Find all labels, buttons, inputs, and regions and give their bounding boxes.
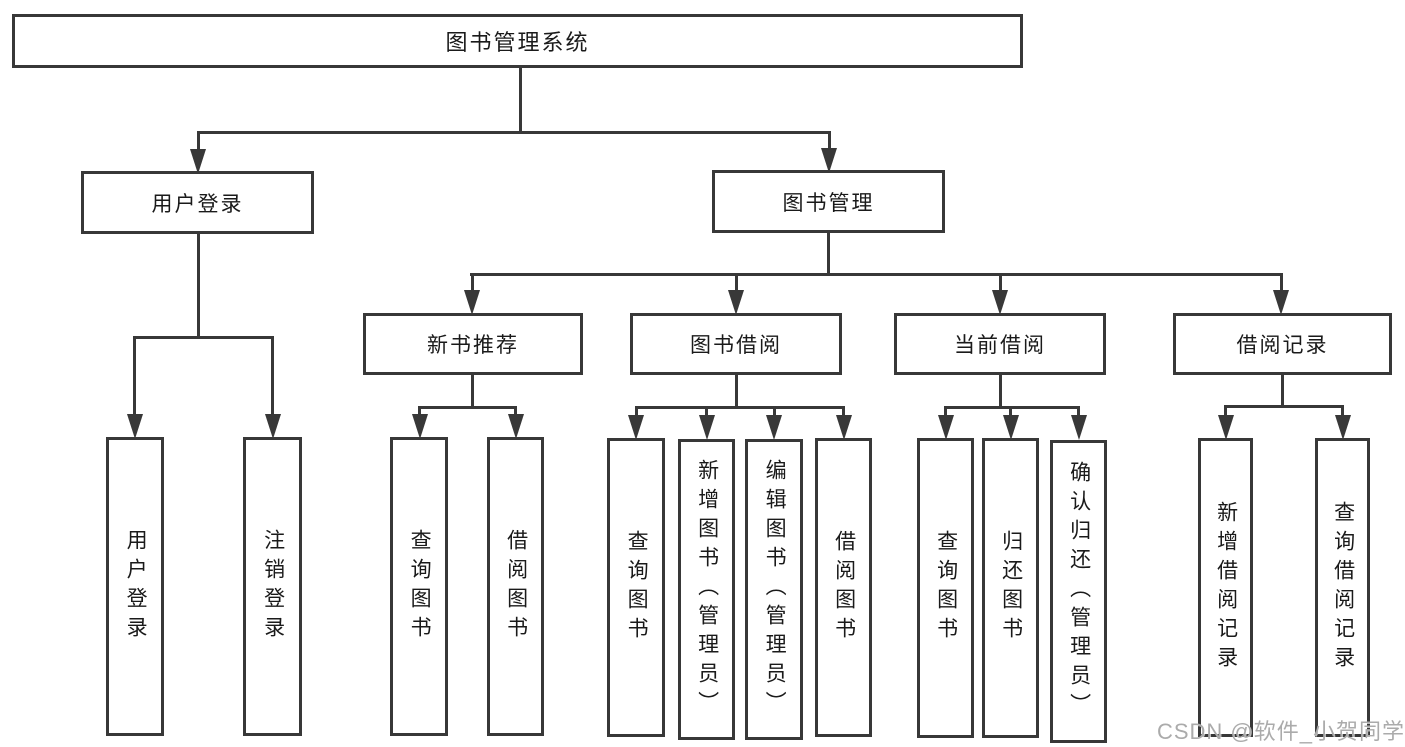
leaf-confirm-return-admin: 确认归还（管理员）: [1050, 440, 1107, 743]
leaf-user-login: 用户登录: [106, 437, 164, 736]
node-book-management: 图书管理: [712, 170, 945, 233]
connector-line: [735, 273, 738, 293]
arrow-down-icon: [1071, 415, 1087, 440]
arrow-down-icon: [938, 415, 954, 440]
connector-line: [418, 406, 517, 409]
connector-line: [471, 375, 474, 408]
leaf-query-books-borrow: 查询图书: [607, 438, 665, 737]
arrow-down-icon: [412, 414, 428, 439]
node-library-management-system: 图书管理系统: [12, 14, 1023, 68]
connector-line: [133, 336, 136, 416]
connector-line: [1281, 375, 1284, 407]
connector-line: [514, 406, 517, 416]
arrow-down-icon: [265, 414, 281, 439]
arrow-down-icon: [1218, 415, 1234, 440]
connector-line: [1341, 405, 1344, 416]
arrow-down-icon: [628, 415, 644, 440]
connector-line: [999, 273, 1002, 293]
leaf-logout: 注销登录: [243, 437, 302, 736]
leaf-borrow-books-recommend: 借阅图书: [487, 437, 544, 736]
connector-line: [471, 273, 474, 293]
leaf-add-book-admin: 新增图书（管理员）: [678, 439, 735, 740]
connector-line: [705, 406, 708, 416]
arrow-down-icon: [1003, 415, 1019, 440]
connector-line: [470, 273, 1281, 276]
connector-line: [635, 406, 638, 416]
connector-line: [842, 406, 845, 416]
arrow-down-icon: [508, 414, 524, 439]
arrow-down-icon: [699, 415, 715, 440]
watermark: CSDN @软件_小贺同学: [1156, 719, 1405, 744]
connector-line: [197, 131, 830, 134]
leaf-return-book: 归还图书: [982, 438, 1039, 738]
connector-line: [735, 375, 738, 408]
connector-line: [1224, 405, 1344, 408]
arrow-down-icon: [1335, 415, 1351, 440]
connector-line: [1077, 406, 1080, 416]
connector-line: [827, 233, 830, 275]
connector-line: [773, 406, 776, 416]
leaf-add-borrow-record: 新增借阅记录: [1198, 438, 1253, 737]
arrow-down-icon: [464, 290, 480, 315]
connector-line: [418, 406, 421, 416]
leaf-query-borrow-record: 查询借阅记录: [1315, 438, 1370, 737]
connector-line: [197, 131, 200, 151]
node-new-book-recommend: 新书推荐: [363, 313, 583, 375]
node-current-borrow: 当前借阅: [894, 313, 1106, 375]
connector-line: [1009, 406, 1012, 416]
connector-line: [944, 406, 947, 416]
arrow-down-icon: [728, 290, 744, 315]
connector-line: [271, 336, 274, 416]
connector-line: [197, 234, 200, 338]
arrow-down-icon: [1273, 290, 1289, 315]
connector-line: [635, 406, 844, 409]
connector-line: [1224, 405, 1227, 416]
node-borrow-records: 借阅记录: [1173, 313, 1392, 375]
connector-line: [1280, 273, 1283, 293]
leaf-borrow-books-borrow: 借阅图书: [815, 438, 872, 737]
connector-line: [519, 68, 522, 134]
arrow-down-icon: [821, 148, 837, 173]
leaf-query-books-recommend: 查询图书: [390, 437, 448, 736]
leaf-edit-book-admin: 编辑图书（管理员）: [745, 439, 803, 740]
connector-line: [999, 375, 1002, 408]
connector-line: [133, 336, 274, 339]
arrow-down-icon: [836, 415, 852, 440]
node-user-login: 用户登录: [81, 171, 314, 234]
arrow-down-icon: [992, 290, 1008, 315]
arrow-down-icon: [127, 414, 143, 439]
leaf-query-books-current: 查询图书: [917, 438, 974, 738]
arrow-down-icon: [190, 149, 206, 174]
arrow-down-icon: [766, 415, 782, 440]
node-book-borrow: 图书借阅: [630, 313, 842, 375]
connector-line: [828, 131, 831, 151]
